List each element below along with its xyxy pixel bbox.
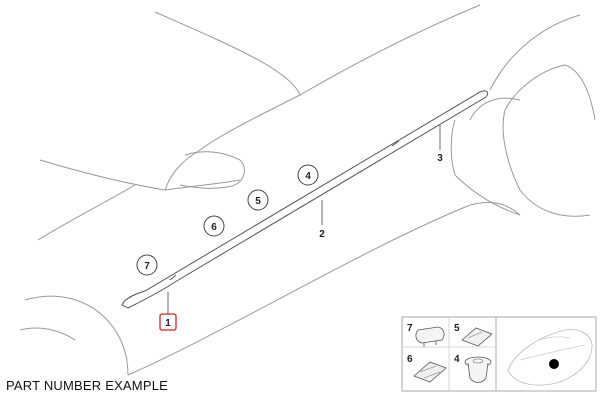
clip-7-icon [415,326,445,347]
callout-1-label: 1 [165,318,171,329]
callout-6-label: 6 [211,222,217,233]
inset-label-4: 4 [454,354,460,365]
car-outline [19,4,596,376]
callout-6: 6 [203,215,225,237]
grommet-4-icon [464,356,492,383]
inset-label-5: 5 [454,323,460,334]
callout-3-label: 3 [437,153,443,164]
leader-lines [167,125,441,314]
caption-text: PART NUMBER EXAMPLE [6,378,169,393]
clip-6-icon [413,361,447,383]
inset-label-7: 7 [407,323,413,334]
callout-5: 5 [247,189,269,211]
callout-2-label: 2 [319,229,325,240]
callout-7: 7 [136,254,158,276]
clip-5-icon [461,327,493,347]
location-marker-icon [549,359,559,369]
side-moulding-part [121,90,489,309]
car-thumbnail-icon [507,329,593,386]
callout-5-label: 5 [255,196,261,207]
callout-1: 1 [159,313,177,331]
callout-4: 4 [297,164,319,186]
inset-label-6: 6 [407,354,413,365]
callout-2: 2 [319,229,325,240]
callout-3: 3 [437,153,443,164]
parts-inset-panel: 7 5 6 4 [401,316,597,392]
callout-4-label: 4 [305,171,311,182]
callout-7-label: 7 [144,261,150,272]
